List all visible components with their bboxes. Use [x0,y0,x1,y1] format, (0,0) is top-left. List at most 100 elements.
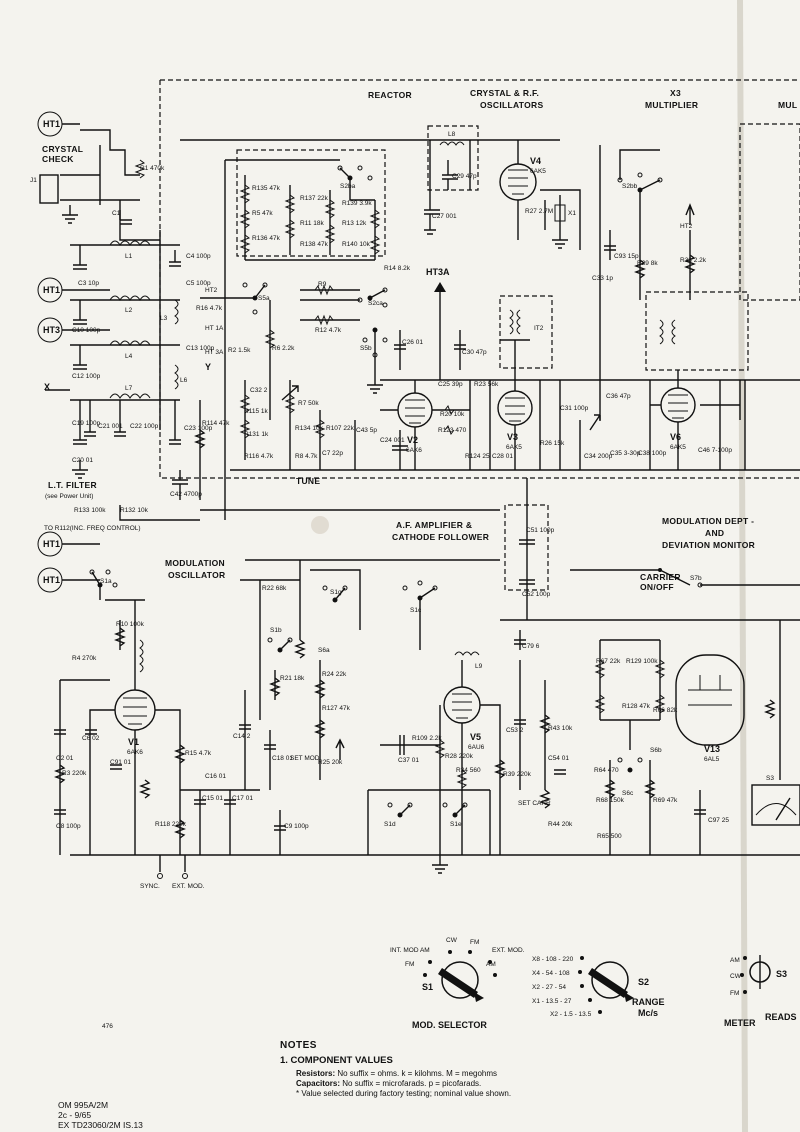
meter-pos-cw: CW [730,973,742,980]
meter-switch-ref: S3 [776,969,787,979]
mod-selector-knob[interactable] [423,950,497,1002]
res-r4: R4 270k [72,655,97,662]
res-r10: R10 100k [116,621,145,628]
net-ht1a: HT 1A [205,325,224,332]
label-lt-filter: L.T. FILTER [48,480,97,490]
ind-l7: L7 [125,385,133,392]
valve-type-v5: 6AU6 [468,744,485,751]
crystal-check-jack[interactable] [39,129,160,241]
deviation-monitor-bridge [594,639,706,855]
res-r128: R128 47k [622,703,651,710]
res-r138: R138 47k [300,241,329,248]
label-modulation: MODULATION [165,558,225,568]
switch-s1c[interactable] [402,580,438,650]
c51-coupling [432,478,535,874]
sw-s1c: S1c [410,607,422,614]
res-r107: R107 22k [326,425,355,432]
meter-pos-am: AM [730,957,740,964]
valve-type-v2: 6AK6 [406,447,422,454]
res-r25: R25 20k [318,759,343,766]
valve-label-v13: V13 [704,744,720,754]
valve-label-v2: V2 [407,435,418,445]
notes-capacitors: Capacitors: No suffix = microfarads. p =… [296,1079,481,1088]
label-to-r112: TO R112(INC. FREQ CONTROL) [44,525,141,532]
sw-s3: S3 [766,775,774,782]
switch-s1b-s1g[interactable] [239,560,361,790]
res-r124: R124 25 [465,453,490,460]
net-ht3: HT3 [43,325,60,335]
module-boundary-reactor-net [236,149,386,257]
range-pos-x2: X2 - 27 - 54 [532,984,566,991]
range-pos-x2-low: X2 - 1.5 - 13.5 [550,1011,592,1018]
res-r129: R129 100k [626,658,658,665]
mod-selector-label: MOD. SELECTOR [412,1020,487,1030]
switch-s1a[interactable] [89,569,118,600]
res-r134: R134 10k [295,425,324,432]
res-r16: R16 4.7k [196,305,223,312]
cap-c37: C37 01 [398,757,419,764]
notes-resistors-text: No suffix = ohms. k = kilohms. M = megoh… [337,1069,498,1078]
cap-c19: C19 100p [72,420,101,427]
res-r9: R9 [318,281,327,288]
cap-c46: C46 7-100p [698,447,732,454]
meter-reads-knob[interactable] [740,955,771,994]
cap-c4: C4 100p [186,253,211,260]
cap-c10: C10 100p [72,327,101,334]
cap-c53: C53 2 [506,727,524,734]
res-r65: R65 500 [597,833,622,840]
res-r13: R13 12k [342,220,367,227]
ind-it2: IT2 [534,325,544,332]
cap-c12: C12 100p [72,373,101,380]
carrier-on-off-switch[interactable] [570,568,800,588]
sw-s1e: S1e [450,821,462,828]
set-mod-control[interactable] [314,660,345,780]
reads-label: READS [765,1012,797,1022]
range-knob[interactable] [578,956,634,1014]
cap-c20: C20 01 [72,457,93,464]
switch-s2ca[interactable] [300,287,388,308]
switch-s5a[interactable] [200,282,268,315]
res-r12: R12 4.7k [315,327,342,334]
notes-capacitors-label: Capacitors: [296,1079,341,1088]
sw-s2ba: S2ba [340,183,356,190]
switch-s5b[interactable] [362,327,388,394]
reactor-valve-v2 [380,380,471,470]
valve-type-v4: 6AK5 [530,168,546,175]
res-r33: R33 2.2k [680,257,707,264]
label-reactor: REACTOR [368,90,412,100]
res-r8: R8 4.7k [295,453,318,460]
cap-c6: C6 02 [82,735,100,742]
sw-s2ca: S2ca [368,300,383,307]
res-r123: R123 470 [438,427,467,434]
sync-ext-mod-terminals[interactable] [157,855,188,879]
range-switch-ref: S2 [638,977,649,987]
res-r24: R24 22k [322,671,347,678]
switch-s2ba[interactable] [337,165,375,201]
switch-s2bb[interactable] [617,149,663,240]
sw-s1a: S1a [100,578,112,585]
module-boundary-it2 [499,295,553,369]
net-ht1-b: HT1 [43,285,60,295]
cap-c93: C93 15p [614,253,639,260]
label-x3: X3 [670,88,681,98]
label-mul-cut: MUL [778,100,797,110]
ht2-arrow [685,203,695,225]
range-pos-x8: X8 - 108 - 220 [532,956,574,963]
sw-s6a: S6a [318,647,330,654]
ind-l4: L4 [125,353,133,360]
valve-label-v3: V3 [507,432,518,442]
meter-s3 [751,620,800,826]
cap-c22: C22 100p [130,423,159,430]
valve-label-v5: V5 [470,732,481,742]
label-oscillators: OSCILLATORS [480,100,543,110]
range-unit: Mc/s [638,1008,658,1018]
cap-c54: C54 01 [548,755,569,762]
cap-c25: C25 39p [438,381,463,388]
ind-l2: L2 [125,307,133,314]
mod-pos-cw: CW [446,937,458,944]
switches-s1d-s1e[interactable] [367,789,491,855]
net-y: Y [205,362,211,372]
rf-oscillator-v3 [394,309,601,470]
cap-c35: C35 3-30p [610,450,641,457]
cap-c3: C3 10p [78,280,99,287]
